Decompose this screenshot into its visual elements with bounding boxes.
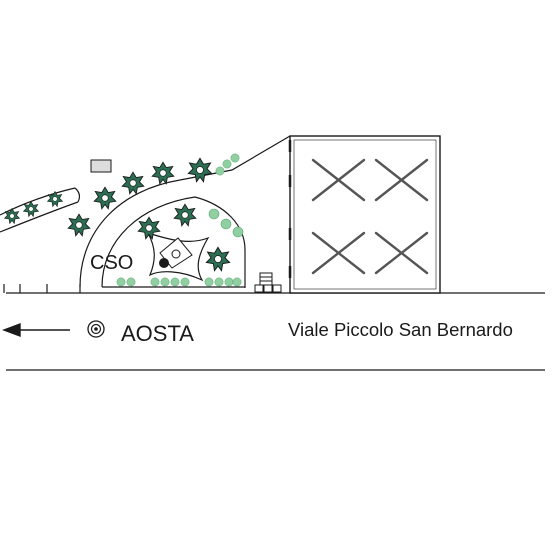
tree-icon (121, 171, 145, 195)
tree-icon (67, 213, 91, 237)
direction-indicator: AOSTA (2, 320, 194, 346)
parking-bays (311, 158, 429, 275)
tree-icon (151, 161, 175, 185)
tree-icon (93, 186, 117, 210)
arrow-left-icon (2, 322, 70, 338)
tree-icon (173, 203, 197, 227)
entrance-stubs (3, 284, 81, 293)
steps-block (254, 272, 282, 293)
bullseye-icon (87, 320, 105, 338)
site-label: CSO (90, 252, 133, 274)
small-building (90, 159, 112, 173)
site-marker-icon (159, 258, 169, 268)
cso-structure (146, 231, 210, 282)
street-label: Viale Piccolo San Bernardo (288, 319, 513, 340)
road-lines (6, 292, 545, 371)
main-building (288, 135, 441, 294)
direction-label: AOSTA (121, 321, 194, 346)
tree-icon (205, 246, 231, 272)
tree-icon (47, 191, 63, 207)
tree-icon (4, 208, 20, 224)
